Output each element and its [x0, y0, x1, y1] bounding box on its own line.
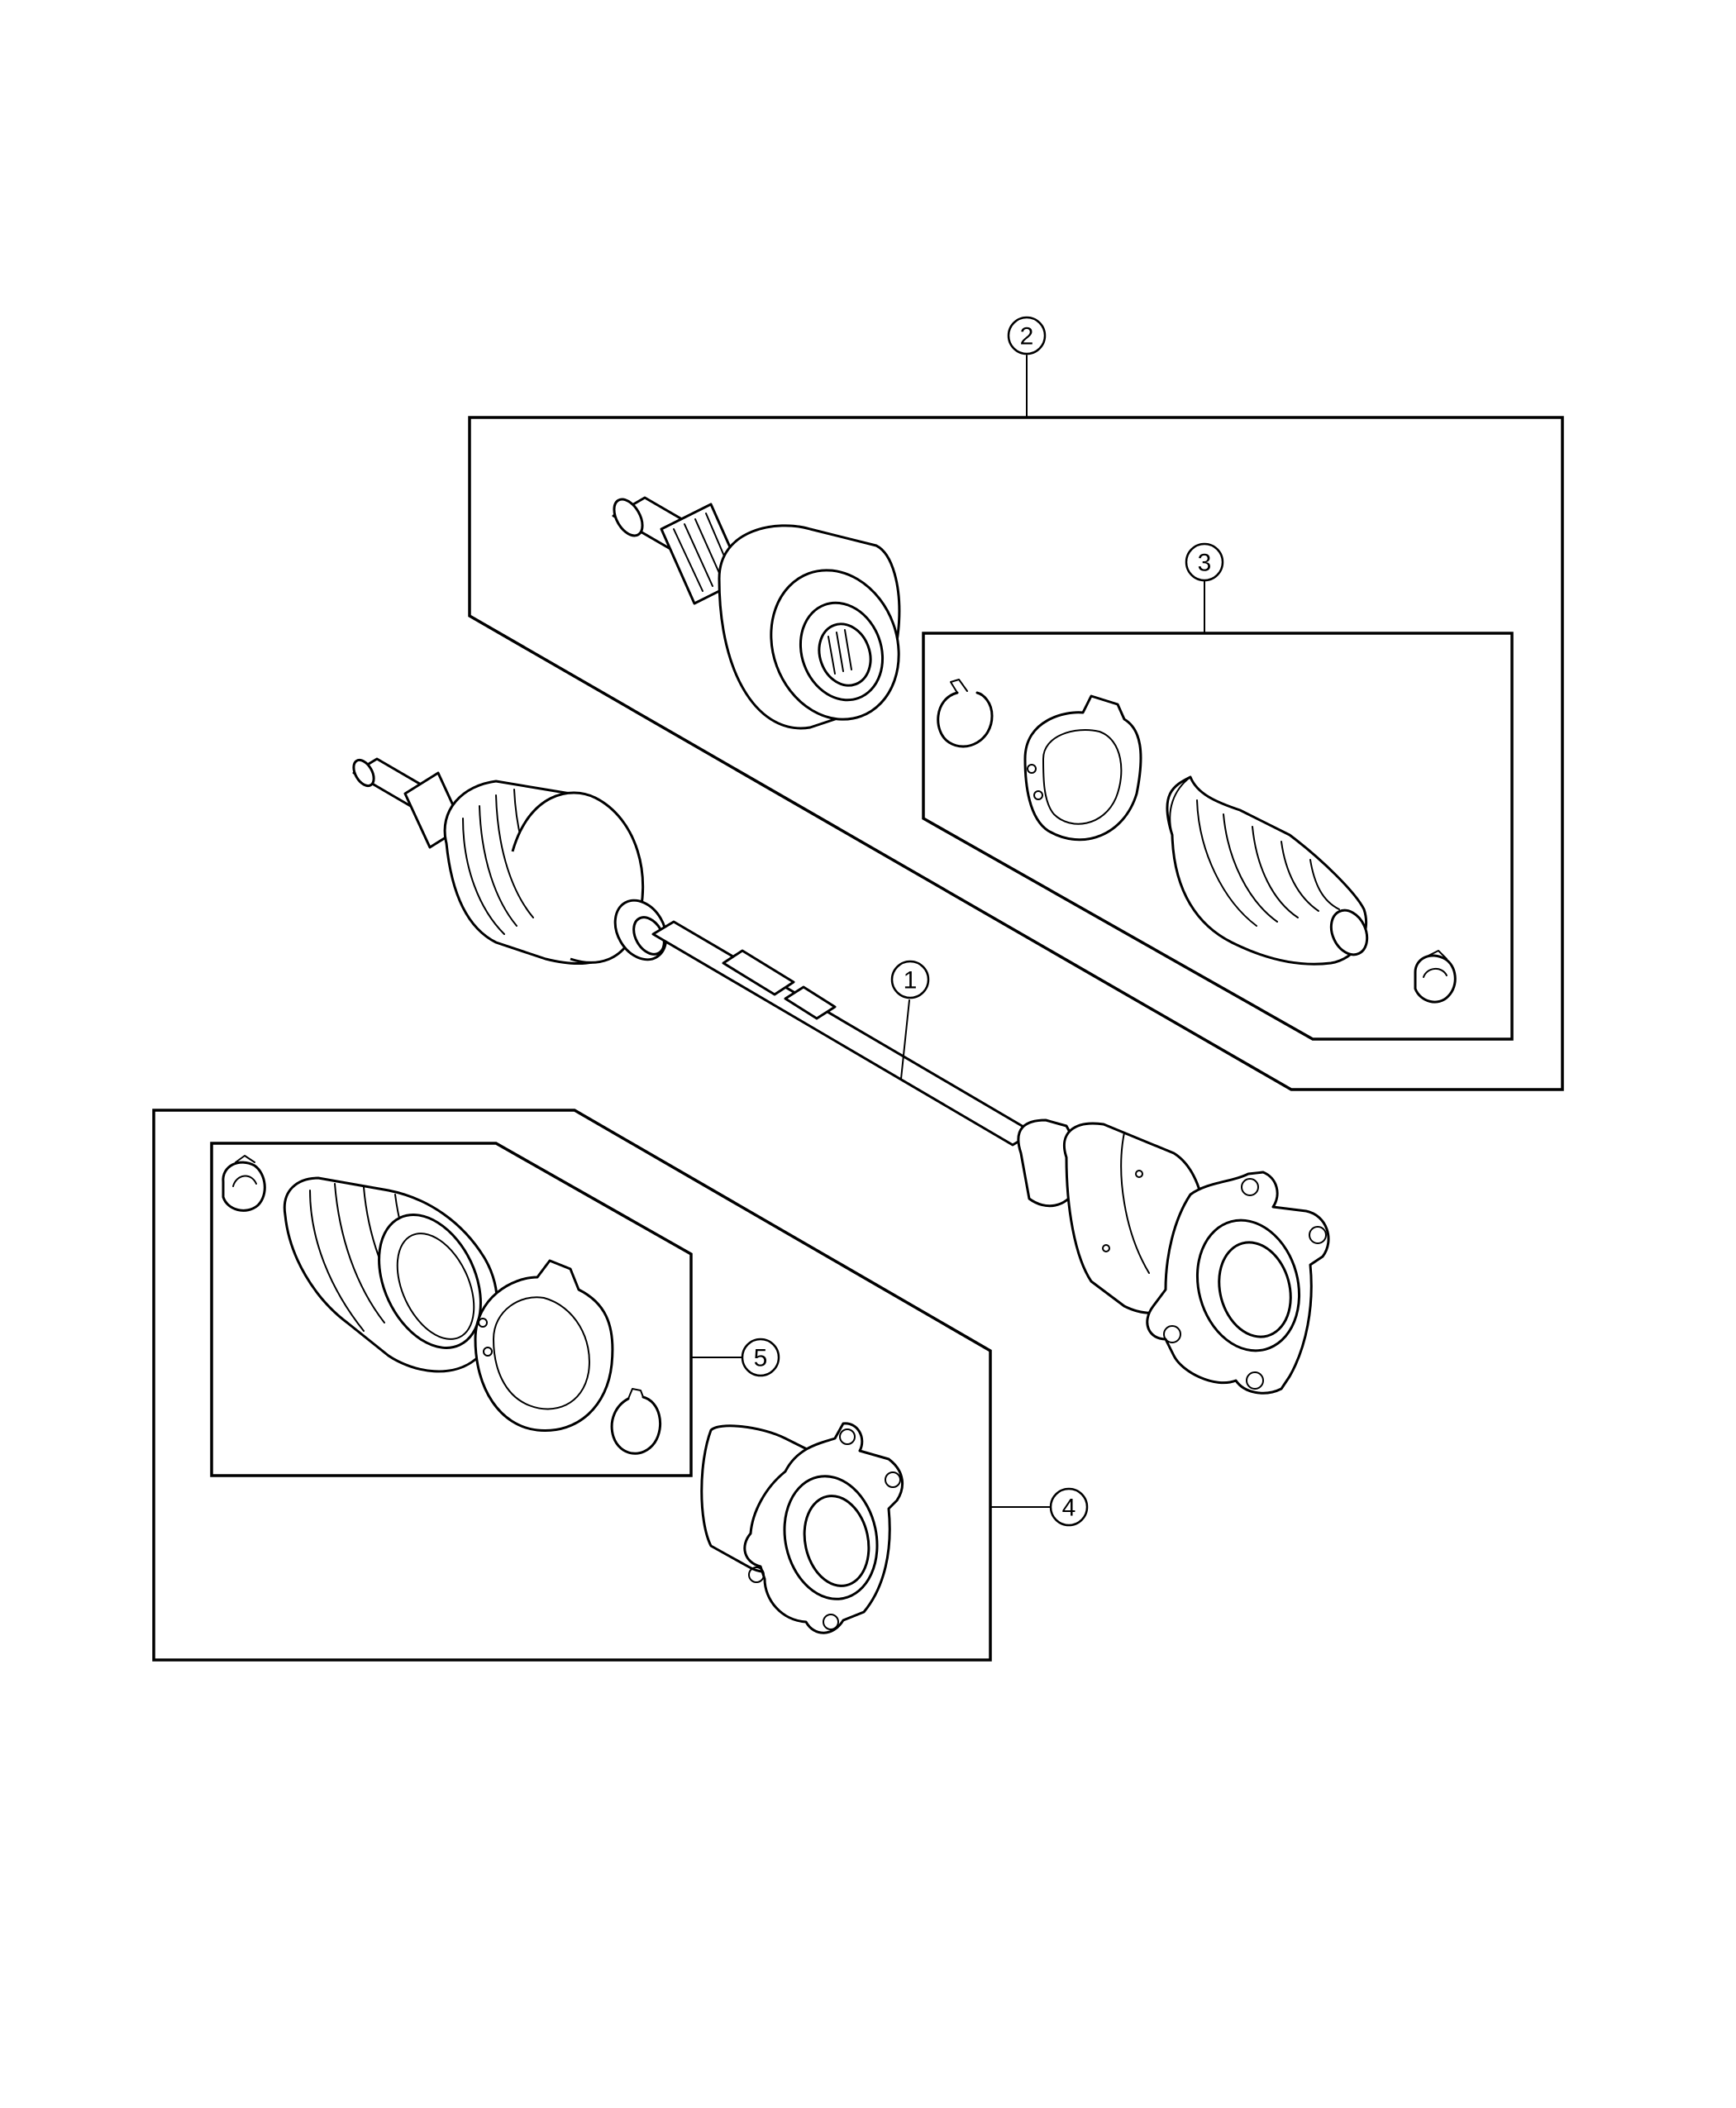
half-shaft-assembly: [352, 757, 1330, 1395]
callout-4-label: 4: [1062, 1495, 1076, 1522]
callout-5-label: 5: [754, 1345, 768, 1372]
boot-clamp-large-lower: [474, 1259, 614, 1432]
callout-3-label: 3: [1198, 550, 1212, 577]
callout-3: 3: [1185, 542, 1224, 582]
cv-boot-lower: [283, 1176, 498, 1373]
callout-2-label: 2: [1020, 323, 1034, 351]
snap-ring-upper: [937, 679, 994, 748]
callout-1: 1: [890, 960, 930, 999]
kit-3-outline: [922, 574, 1514, 1041]
boot-clamp-small-upper: [1414, 950, 1457, 1004]
boot-clamp-small-lower: [222, 1155, 266, 1212]
kit-5-outline: [210, 1142, 745, 1477]
flange-housing: [700, 1422, 904, 1634]
callout-2: 2: [1007, 316, 1047, 355]
callout-1-leader: [900, 999, 910, 1080]
callout-4: 4: [1049, 1487, 1089, 1527]
snap-ring-lower: [610, 1388, 662, 1455]
callout-1-label: 1: [904, 967, 918, 994]
outer-cv-joint: [612, 496, 901, 730]
kit-4-outline: [152, 1109, 1051, 1662]
boot-clamp-large-upper: [1023, 694, 1142, 842]
kit-2-outline: [468, 355, 1564, 1091]
callout-5: 5: [741, 1338, 780, 1377]
cv-boot-upper: [1166, 775, 1369, 966]
